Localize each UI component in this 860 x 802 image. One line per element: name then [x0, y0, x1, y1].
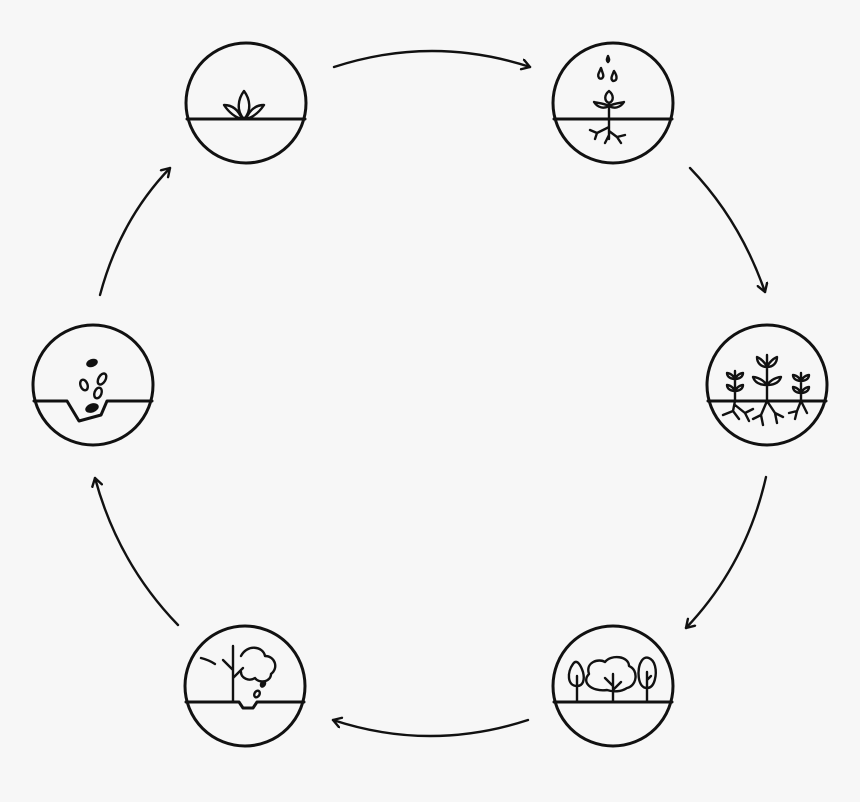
stage-sprout [184, 41, 308, 165]
trees-icon [567, 655, 657, 704]
tree-dropping-seeds-icon [199, 644, 277, 704]
growing-plants-icon [721, 353, 811, 427]
stage-trees [551, 624, 675, 748]
arrow-3-to-4 [684, 475, 768, 630]
arrow-4-to-5 [331, 720, 530, 738]
arrow-1-to-2 [332, 49, 532, 67]
arrow-2-to-3 [688, 166, 765, 294]
sprout-icon [222, 89, 266, 121]
stage-seeds-in-soil [31, 323, 155, 447]
arrow-5-to-6 [95, 476, 180, 627]
stage-watered-seedling [551, 41, 675, 165]
arrow-6-to-1 [98, 166, 172, 297]
stage-growing-plants [705, 323, 829, 447]
watered-seedling-icon [588, 54, 627, 145]
seeds-in-soil-icon [79, 358, 108, 413]
stage-tree-dropping-seeds [183, 624, 307, 748]
